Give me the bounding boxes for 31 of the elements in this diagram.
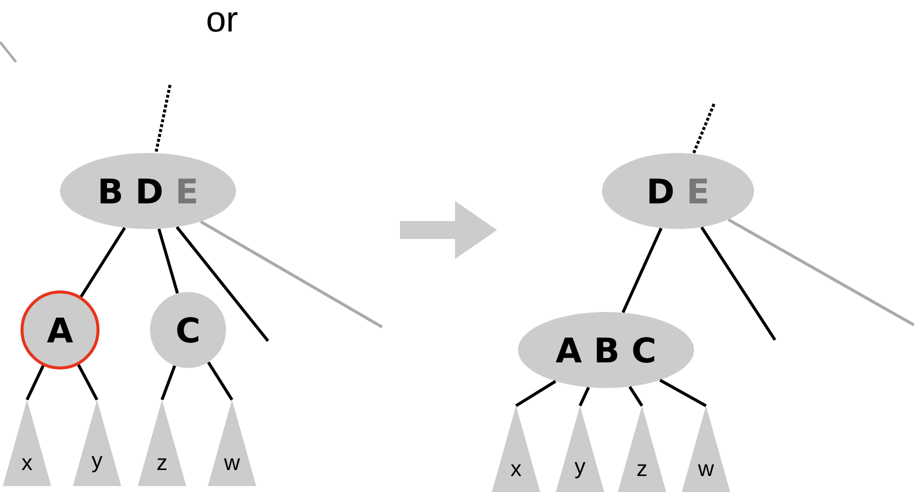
tree-edge — [157, 228, 179, 294]
subtree-triangle: x — [492, 406, 540, 492]
tree-edge — [578, 386, 590, 406]
tree-edge — [160, 365, 176, 400]
subtree-triangle: w — [208, 400, 256, 486]
subtree-triangle: x — [2, 400, 52, 486]
tree-edge — [77, 364, 98, 400]
tree-edge — [176, 226, 270, 342]
tree-edge — [154, 84, 172, 154]
subtree-triangle: y — [72, 400, 122, 486]
subtree-triangle: z — [618, 406, 666, 492]
circle-node: C — [150, 292, 226, 368]
tree-edge — [700, 226, 776, 341]
tree-edge — [515, 380, 556, 408]
tree-edge — [200, 220, 383, 328]
ellipse-node: B D E — [60, 153, 236, 229]
circle-node: A — [20, 290, 100, 370]
tree-edge — [622, 228, 662, 314]
subtree-triangle: w — [682, 406, 730, 492]
tree-edge — [207, 362, 234, 401]
tree-edge — [26, 365, 44, 400]
ellipse-node: D E — [602, 153, 754, 229]
tree-edge — [80, 227, 126, 298]
or-label: or — [208, 12, 238, 32]
tree-edge — [628, 386, 644, 407]
subtree-triangle: z — [138, 400, 186, 486]
tree-edge — [728, 218, 914, 326]
ellipse-node: A B C — [518, 312, 694, 388]
tree-edge — [692, 103, 716, 154]
subtree-triangle: y — [556, 406, 604, 492]
tree-edge — [659, 378, 707, 408]
